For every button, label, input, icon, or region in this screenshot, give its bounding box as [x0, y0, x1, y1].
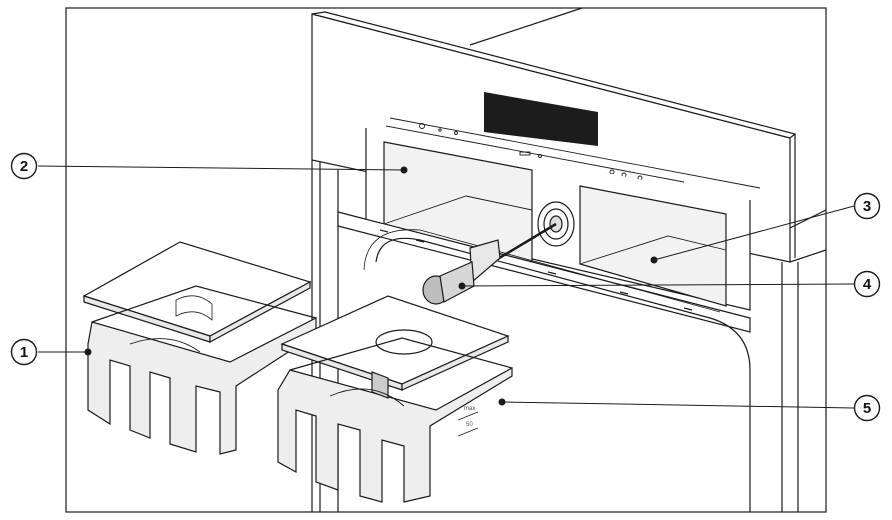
container-left [82, 241, 317, 455]
callout-5-label: 5 [863, 400, 871, 417]
cleaning-pin [422, 222, 557, 305]
wall-niche [469, 7, 827, 229]
callout-3: 3 [853, 192, 881, 220]
callout-5: 5 [853, 394, 881, 422]
callout-4-label: 4 [863, 276, 872, 293]
leader-lines [37, 165, 855, 409]
callout-4: 4 [853, 270, 881, 298]
tank-max-mark: max [464, 406, 475, 412]
callout-1: 1 [10, 338, 38, 366]
left-compartment-inner [383, 195, 533, 225]
callout-3-label: 3 [863, 198, 871, 215]
display-screen [484, 92, 598, 146]
tank-fifty-mark: 50 [466, 422, 473, 428]
frame-border [65, 7, 827, 513]
callout-2: 2 [10, 152, 38, 180]
right-compartment [579, 185, 727, 307]
lower-opening-inner [363, 229, 721, 313]
control-strip [385, 117, 761, 189]
callout-1-label: 1 [20, 344, 28, 361]
container-water-tank [277, 295, 513, 503]
lower-opening [375, 237, 751, 512]
callout-2-label: 2 [20, 158, 28, 175]
